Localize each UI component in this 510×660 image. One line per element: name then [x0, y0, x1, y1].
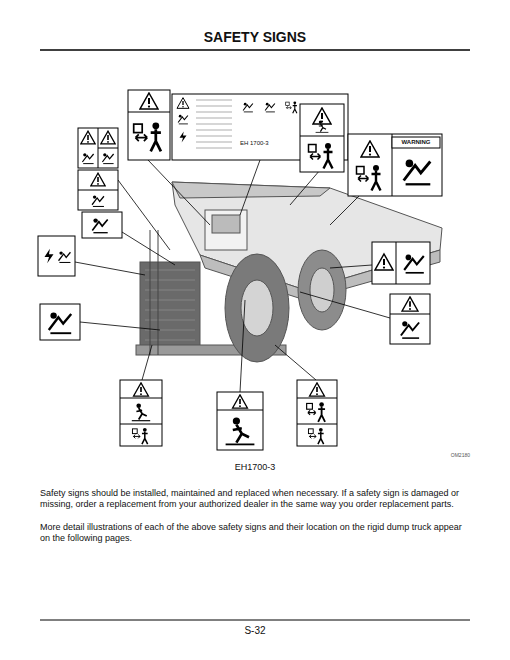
figure-id: OM2180 — [420, 452, 470, 458]
figure-caption: EH1700-3 — [155, 462, 355, 473]
warning-word: WARNING — [392, 138, 440, 147]
page-title: SAFETY SIGNS — [40, 29, 470, 47]
body-paragraph: More detail illustrations of each of the… — [40, 522, 472, 545]
decal-model: EH 1700-3 — [240, 140, 330, 148]
body-paragraph: Safety signs should be installed, mainta… — [40, 488, 472, 511]
page-number: S-32 — [155, 625, 355, 638]
